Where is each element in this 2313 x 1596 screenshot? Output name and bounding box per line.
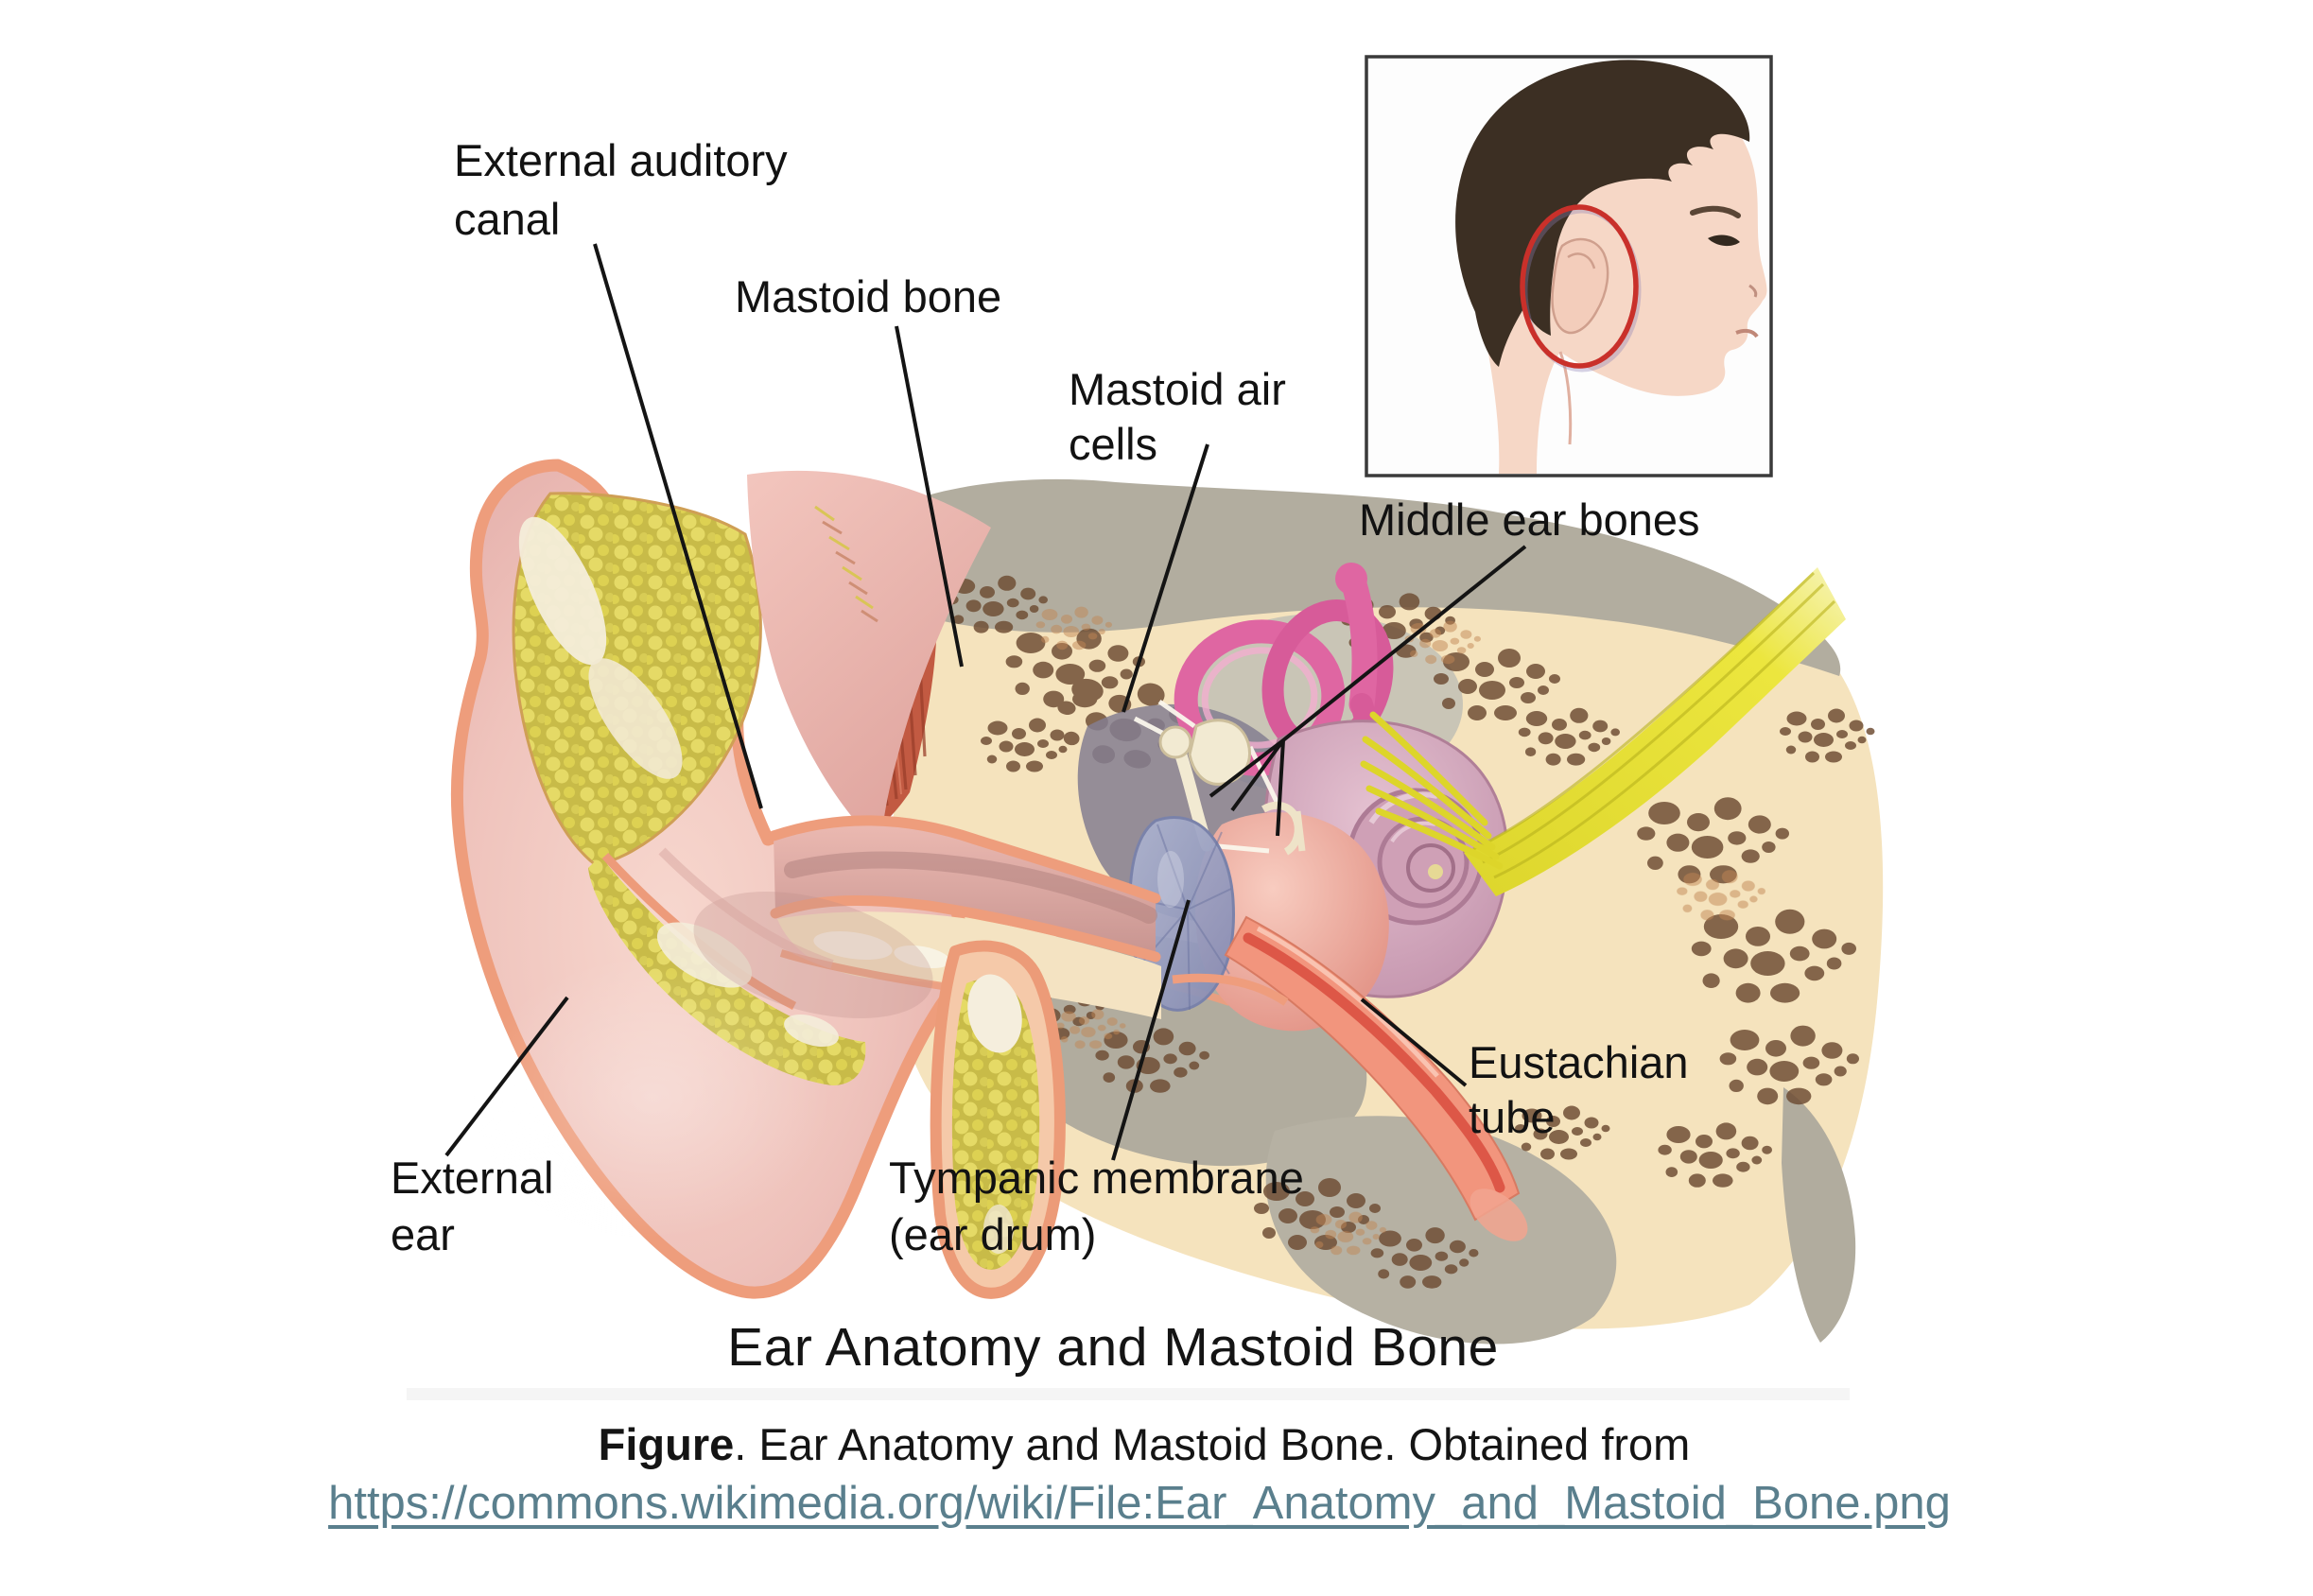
leader-eustachian-tube: [1360, 998, 1468, 1087]
label-eustachian-tube: Eustachian: [1469, 1037, 1689, 1087]
skull-bone-gray-top: [821, 478, 1841, 676]
outer-ear-pinna: [450, 459, 1161, 1299]
label-mastoid-air-cells-2: cells: [1069, 419, 1157, 469]
leader-tympanic-membrane: [1111, 899, 1191, 1161]
label-tympanic-membrane-2: (ear drum): [889, 1209, 1096, 1259]
flap-fringe: [814, 505, 878, 623]
leader-external-ear: [444, 996, 569, 1157]
eye: [1708, 234, 1740, 247]
caption-prefix: Figure: [598, 1419, 735, 1469]
skull-bone-gray-far-right: [1782, 1087, 1856, 1343]
caption-text: . Ear Anatomy and Mastoid Bone. Obtained…: [734, 1419, 1691, 1469]
label-eustachian-tube-2: tube: [1469, 1092, 1555, 1142]
canal-upper-flap: [747, 470, 991, 849]
source-link[interactable]: https://commons.wikimedia.org/wiki/File:…: [328, 1478, 1951, 1529]
figure-title: Ear Anatomy and Mastoid Bone: [727, 1317, 1499, 1378]
label-mastoid-air-cells: Mastoid air: [1069, 364, 1286, 414]
tragus-flap: [930, 940, 1066, 1299]
label-external-ear-2: ear: [391, 1209, 455, 1259]
ear-canal: [768, 815, 1161, 963]
semicircular-canal-ring: [1174, 619, 1346, 776]
leader-external-auditory-canal: [593, 243, 763, 809]
label-middle-ear-bones: Middle ear bones: [1359, 494, 1700, 545]
figure-bottom-edge: [407, 1388, 1850, 1400]
label-tympanic-membrane: Tympanic membrane: [889, 1153, 1304, 1203]
eustachian-tube-shape: [1172, 915, 1528, 1241]
middle-ear-promontory: [1195, 812, 1389, 1032]
label-external-ear: External: [391, 1153, 553, 1203]
head-hair: [1455, 60, 1750, 367]
label-external-auditory-canal: External auditory: [454, 135, 788, 185]
nerve-fibers: [1360, 711, 1504, 870]
label-layer: External auditory canal Mastoid bone Mas…: [391, 135, 1700, 1259]
lobe-highlight: [473, 955, 832, 1239]
label-external-auditory-canal-2: canal: [454, 194, 560, 244]
ear-highlight-circle: [1520, 204, 1639, 369]
leader-lines: [444, 243, 1527, 1161]
figure-caption: Figure. Ear Anatomy and Mastoid Bone. Ob…: [0, 1418, 2288, 1470]
leader-mastoid-air-cells: [1122, 443, 1209, 713]
eyebrow: [1690, 205, 1741, 218]
ear-small: [1551, 237, 1609, 335]
leader-middle-ear-bones: [1209, 545, 1527, 837]
label-mastoid-bone: Mastoid bone: [735, 271, 1001, 321]
inset-head-photo: [1365, 55, 1773, 477]
auditory-nerve: [1360, 567, 1846, 896]
leader-mastoid-bone: [895, 325, 964, 668]
source-link-line: https://commons.wikimedia.org/wiki/File:…: [0, 1477, 2279, 1530]
